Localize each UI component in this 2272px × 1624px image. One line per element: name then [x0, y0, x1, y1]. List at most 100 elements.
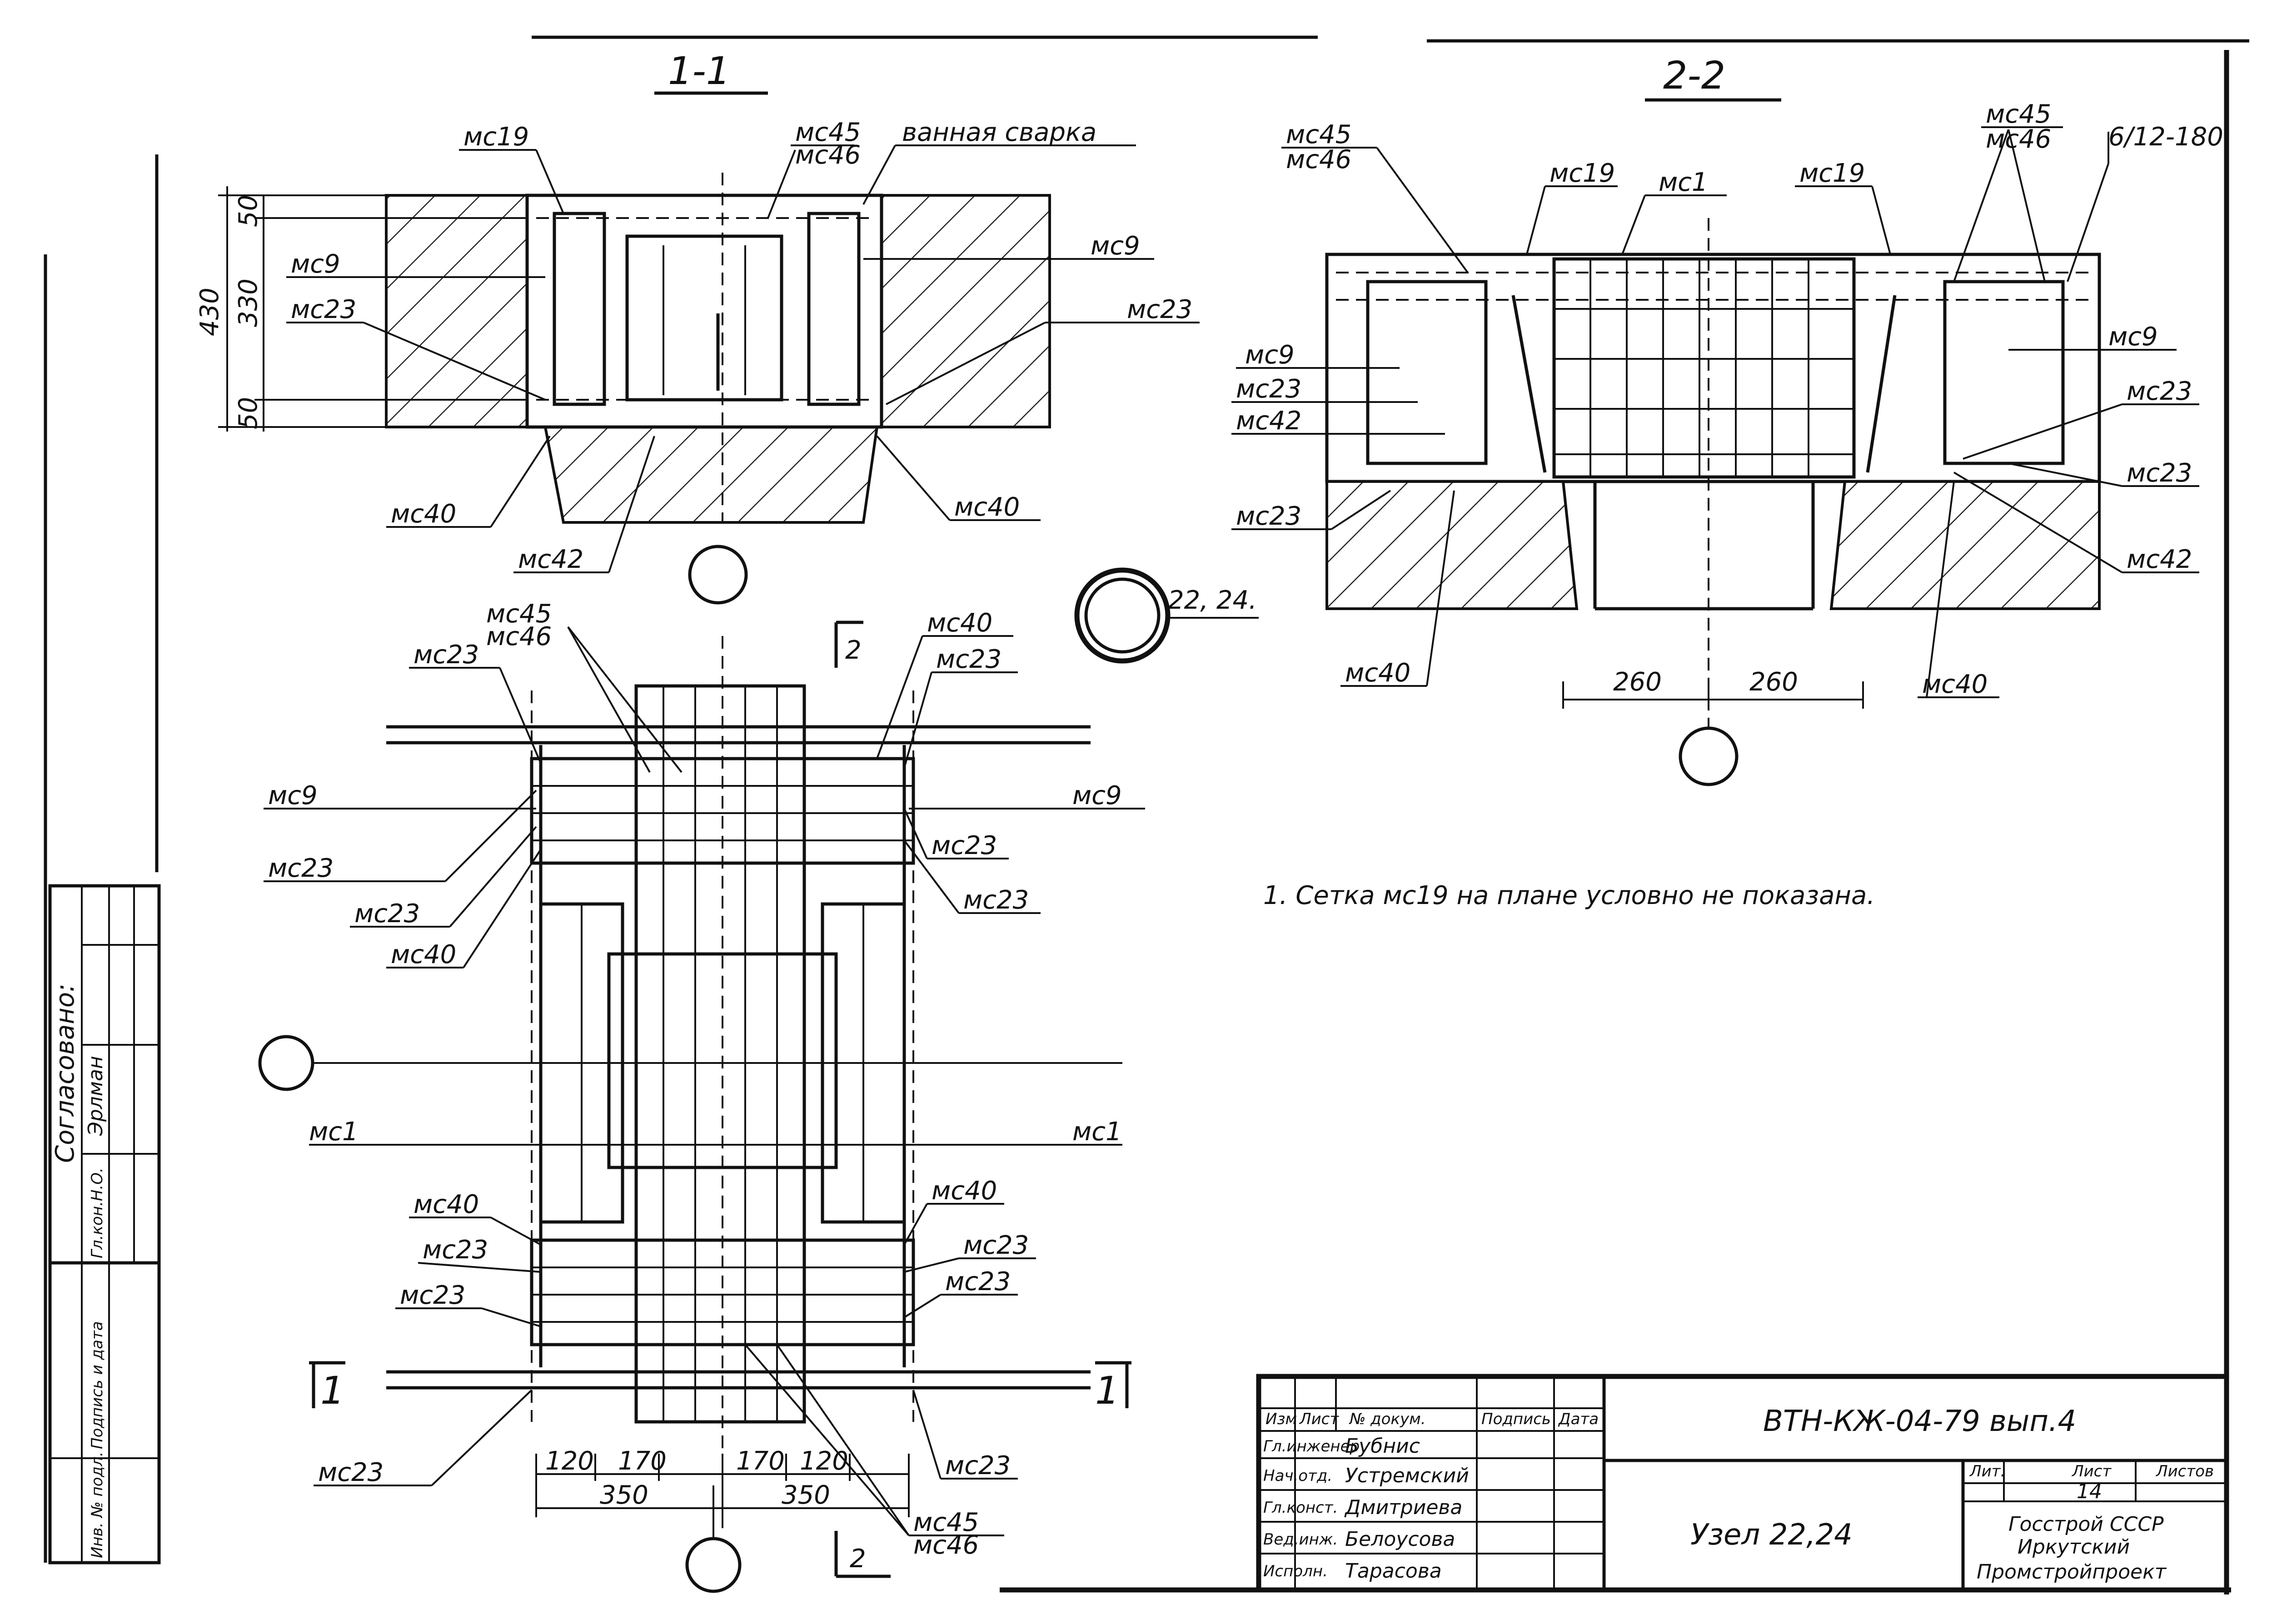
- plan-label-mc9-right: мс9: [1072, 781, 1122, 810]
- tb-header-doc: № докум.: [1349, 1410, 1426, 1428]
- approval-name: Эрлман: [84, 1056, 107, 1136]
- plan-label-mc23-tr: мс23: [936, 645, 1001, 674]
- tb-row-role-0: Гл.инженер: [1263, 1437, 1360, 1455]
- plan-label-mc23-bl2: мс23: [400, 1281, 465, 1310]
- s22-label-mc40-right: мс40: [1922, 670, 1988, 699]
- s11-label-mc23-left: мс23: [291, 295, 356, 324]
- tb-row-role-2: Гл.конст.: [1263, 1499, 1338, 1517]
- s22-dim-right: 260: [1749, 667, 1798, 697]
- tb-row-name-3: Белоусова: [1345, 1528, 1455, 1551]
- plan-section-2-top: 2: [845, 636, 862, 665]
- plan-label-mc23-bottom-right: мс23: [945, 1451, 1011, 1480]
- s11-label-mc42: мс42: [518, 545, 583, 574]
- title-block: Изм Лист № докум. Подпись Дата Гл.инжене…: [1256, 1374, 2229, 1593]
- tb-row-name-0: Бубнис: [1345, 1435, 1420, 1458]
- tb-drawing-title: Узел 22,24: [1690, 1518, 1853, 1552]
- s22-label-mc40-left: мс40: [1345, 658, 1410, 688]
- s22-label-mc23-right-a: мс23: [2127, 377, 2192, 406]
- plan-label-mc23-bl1: мс23: [423, 1235, 488, 1265]
- section-1-1: 1-1 430 50 330 50 мс19 мс45: [195, 49, 1200, 605]
- plan-label-mc40-tr: мс40: [927, 608, 992, 638]
- plan-label-mc40-br: мс40: [932, 1176, 997, 1206]
- general-note: 1. Сетка мс19 на плане условно не показа…: [1263, 881, 1875, 910]
- plan-dim-120-left: 120: [545, 1446, 594, 1476]
- s11-label-bath-weld: ванная сварка: [902, 118, 1096, 147]
- plan-dim-350-right: 350: [782, 1480, 830, 1510]
- s22-label-mc23-left: мс23: [1236, 374, 1301, 404]
- plan-label-mc45: мс45: [486, 599, 552, 629]
- dim-330: 330: [234, 278, 263, 327]
- plan-dim-120-right: 120: [800, 1446, 848, 1476]
- plan-label-mc46: мс46: [486, 622, 552, 651]
- tb-org-0: Госстрой СССР: [2008, 1513, 2164, 1536]
- tb-sheet-no: 14: [2077, 1480, 2102, 1503]
- plan-label-mc23-br2: мс23: [945, 1267, 1011, 1296]
- s11-label-mc19: мс19: [463, 122, 529, 152]
- tb-header-izm: Изм: [1266, 1410, 1297, 1428]
- node-marker-label: 22, 24.: [1168, 586, 1257, 615]
- plan-dim-170-left: 170: [618, 1446, 667, 1476]
- tb-sheet-label: Лист: [2071, 1462, 2112, 1480]
- plan-label-mc45-bottom: мс45: [913, 1508, 979, 1537]
- plan-section-1-left: 1: [320, 1368, 344, 1413]
- plan-label-mc23-br1: мс23: [963, 1231, 1029, 1260]
- s22-label-mc46-right: мс46: [1986, 124, 2051, 154]
- section-2-2-title: 2-2: [1663, 53, 1725, 98]
- s22-label-mc45: мс45: [1286, 120, 1351, 149]
- s22-label-mc23-right-b: мс23: [2127, 458, 2192, 488]
- node-marker: 22, 24.: [1074, 567, 1259, 664]
- tb-org-1: Иркутский: [2018, 1535, 2130, 1559]
- tb-row-name-1: Устремский: [1345, 1464, 1469, 1487]
- dim-50-bottom: 50: [234, 397, 263, 429]
- tb-header-sign: Подпись: [1481, 1410, 1551, 1428]
- dim-50-top: 50: [234, 195, 263, 227]
- s22-label-mc42-left: мс42: [1236, 406, 1301, 436]
- plan-label-mc23-l2: мс23: [354, 899, 420, 929]
- s22-label-mc9-left: мс9: [1245, 340, 1295, 370]
- s22-label-mc9-right: мс9: [2108, 322, 2158, 352]
- s22-label-mc19-left: мс19: [1550, 159, 1615, 188]
- s22-rebar-note: 6/12-180: [2108, 122, 2223, 152]
- approval-sign-label: Подпись и дата: [88, 1321, 106, 1449]
- s22-label-mc42-right: мс42: [2127, 545, 2192, 574]
- s11-label-mc23-right: мс23: [1127, 295, 1192, 324]
- tb-stage-label: Лит.: [1969, 1462, 2005, 1480]
- tb-row-role-4: Исполн.: [1263, 1562, 1328, 1580]
- plan-label-mc23-r2: мс23: [963, 885, 1029, 915]
- s22-label-mc46: мс46: [1286, 145, 1351, 174]
- s11-label-mc45: мс45: [795, 118, 861, 147]
- plan-dim-350-left: 350: [600, 1480, 648, 1510]
- approval-title: Согласовано:: [50, 983, 80, 1163]
- sheet-frame: [44, 35, 2249, 1594]
- plan-label-mc40-l: мс40: [391, 940, 456, 969]
- plan-label-mc9-left: мс9: [268, 781, 318, 810]
- s11-label-mc40-right: мс40: [954, 492, 1020, 522]
- tb-row-name-2: Дмитриева: [1344, 1496, 1462, 1519]
- approval-inv-label: Инв. № подл.: [88, 1451, 106, 1558]
- approval-role: Гл.кон.Н.О.: [88, 1167, 106, 1258]
- tb-row-name-4: Тарасова: [1345, 1559, 1442, 1583]
- plan-label-mc1-right: мс1: [1072, 1117, 1122, 1147]
- plan-label-mc40-bl: мс40: [414, 1190, 479, 1219]
- s22-label-mc1: мс1: [1659, 168, 1708, 197]
- s22-label-mc19-right: мс19: [1799, 159, 1865, 188]
- s22-label-mc45-right: мс45: [1986, 99, 2051, 129]
- tb-sheets-label: Листов: [2155, 1462, 2214, 1480]
- s11-label-mc9-right: мс9: [1091, 231, 1140, 261]
- plan-dim-170-right: 170: [736, 1446, 785, 1476]
- plan-view: 1 1 2 2 120 170 170 120 350 350 мс45 мс4…: [258, 599, 1145, 1593]
- plan-label-mc23-tl: мс23: [414, 640, 479, 670]
- s11-label-mc9: мс9: [291, 249, 340, 279]
- tb-row-role-1: Нач.отд.: [1263, 1467, 1332, 1485]
- plan-label-mc23-bottom-left: мс23: [318, 1458, 384, 1487]
- section-1-1-title: 1-1: [668, 49, 730, 93]
- section-2-2: 2-2 260 260: [1231, 53, 2223, 786]
- plan-label-mc1-left: мс1: [309, 1117, 359, 1147]
- tb-header-date: Дата: [1558, 1410, 1599, 1428]
- plan-section-2-bottom: 2: [850, 1544, 866, 1574]
- tb-row-role-3: Вед.инж.: [1263, 1530, 1338, 1549]
- s11-label-mc40-left: мс40: [391, 499, 456, 529]
- plan-label-mc23-l1: мс23: [268, 854, 334, 883]
- dim-430: 430: [195, 288, 224, 336]
